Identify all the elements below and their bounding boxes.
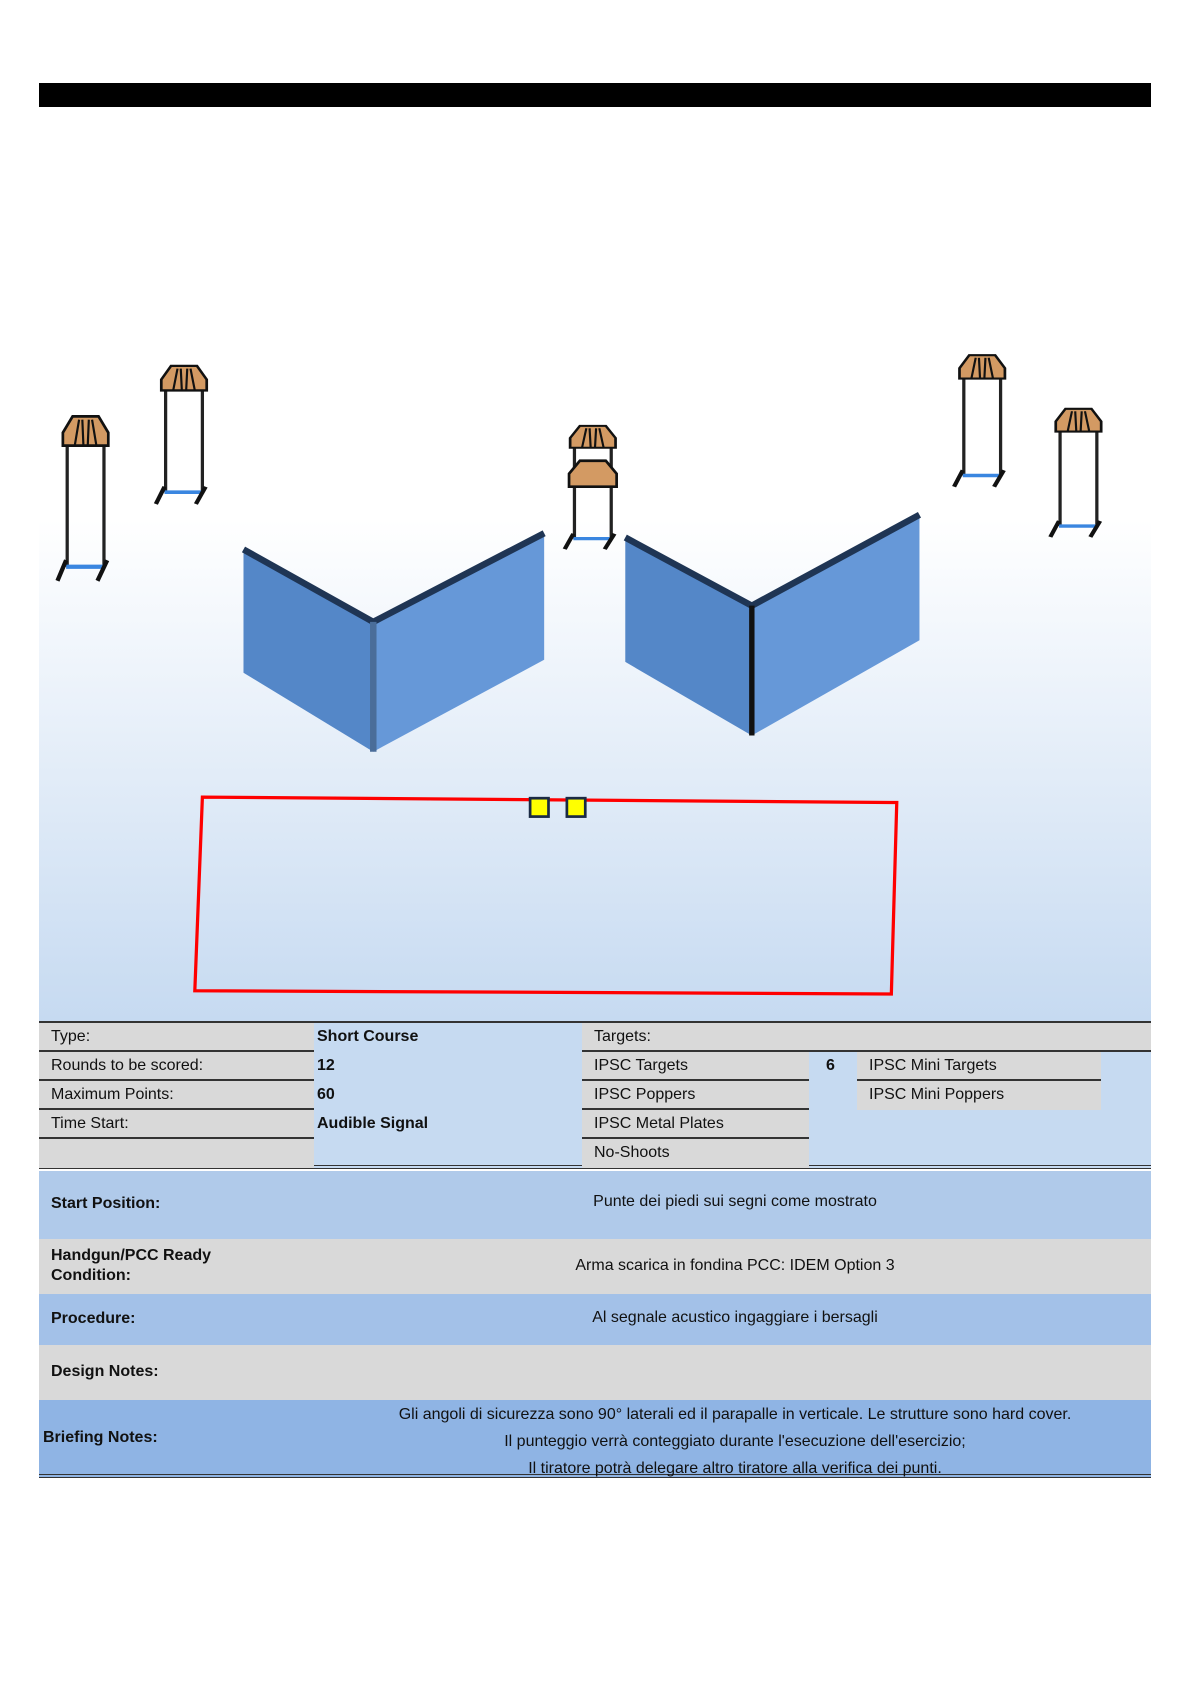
wall-right [623, 511, 922, 736]
shooting-area [193, 795, 899, 996]
foot-marker-left [528, 796, 550, 818]
design-notes-label: Design Notes: [51, 1363, 159, 1380]
start-value: Audible Signal [317, 1115, 429, 1132]
points-value: 60 [317, 1086, 335, 1103]
stage-diagram [0, 0, 1190, 996]
rounds-label: Rounds to be scored: [39, 1052, 314, 1081]
briefing-notes-label: Briefing Notes: [43, 1429, 158, 1446]
start-position-value: Punte dei piedi sui segni come mostrato [593, 1193, 877, 1210]
briefing-line: Gli angoli di sicurezza sono 90° lateral… [398, 1406, 1072, 1423]
target-count: 6 [826, 1057, 835, 1074]
briefing-line: Il punteggio verrà conteggiato durante l… [504, 1433, 966, 1450]
briefing-notes-row: Briefing Notes: Gli angoli di sicurezza … [39, 1400, 1151, 1478]
start-position-label: Start Position: [51, 1195, 161, 1212]
start-position-row: Start Position: Punte dei piedi sui segn… [39, 1171, 1151, 1239]
target-2 [156, 366, 207, 504]
stage-info-table: Type: Rounds to be scored: Maximum Point… [39, 1021, 1151, 1169]
briefing-line: Il tiratore potrà delegare altro tirator… [528, 1460, 942, 1477]
empty-cell [39, 1139, 314, 1168]
design-notes-row: Design Notes: [39, 1345, 1151, 1400]
target-type: IPSC Metal Plates [582, 1110, 809, 1139]
foot-marker-right [565, 796, 587, 818]
wall-left [241, 530, 546, 752]
procedure-row: Procedure: Al segnale acustico ingaggiar… [39, 1294, 1151, 1345]
targets-label: Targets: [582, 1023, 1151, 1052]
mini-target-type: IPSC Mini Targets [857, 1052, 1101, 1081]
target-5 [954, 355, 1005, 487]
procedure-value: Al segnale acustico ingaggiare i bersagl… [592, 1309, 878, 1326]
target-4 [567, 459, 618, 489]
mini-target-type: IPSC Mini Poppers [857, 1081, 1101, 1110]
type-value: Short Course [317, 1028, 419, 1045]
target-type: No-Shoots [582, 1139, 809, 1168]
stage-background [39, 520, 1151, 1021]
rounds-value: 12 [317, 1057, 335, 1074]
target-6 [1050, 409, 1101, 537]
target-type: IPSC Targets [582, 1052, 809, 1081]
ready-condition-value: Arma scarica in fondina PCC: IDEM Option… [575, 1257, 895, 1274]
type-label: Type: [39, 1023, 314, 1052]
ready-condition-label: Handgun/PCC Ready Condition: [51, 1247, 212, 1284]
target-type: IPSC Poppers [582, 1081, 809, 1110]
target-1 [57, 416, 108, 580]
header-bar [39, 83, 1151, 107]
points-label: Maximum Points: [39, 1081, 314, 1110]
start-label: Time Start: [39, 1110, 314, 1139]
procedure-label: Procedure: [51, 1310, 136, 1327]
ready-condition-row: Handgun/PCC Ready Condition: Arma scaric… [39, 1239, 1151, 1294]
